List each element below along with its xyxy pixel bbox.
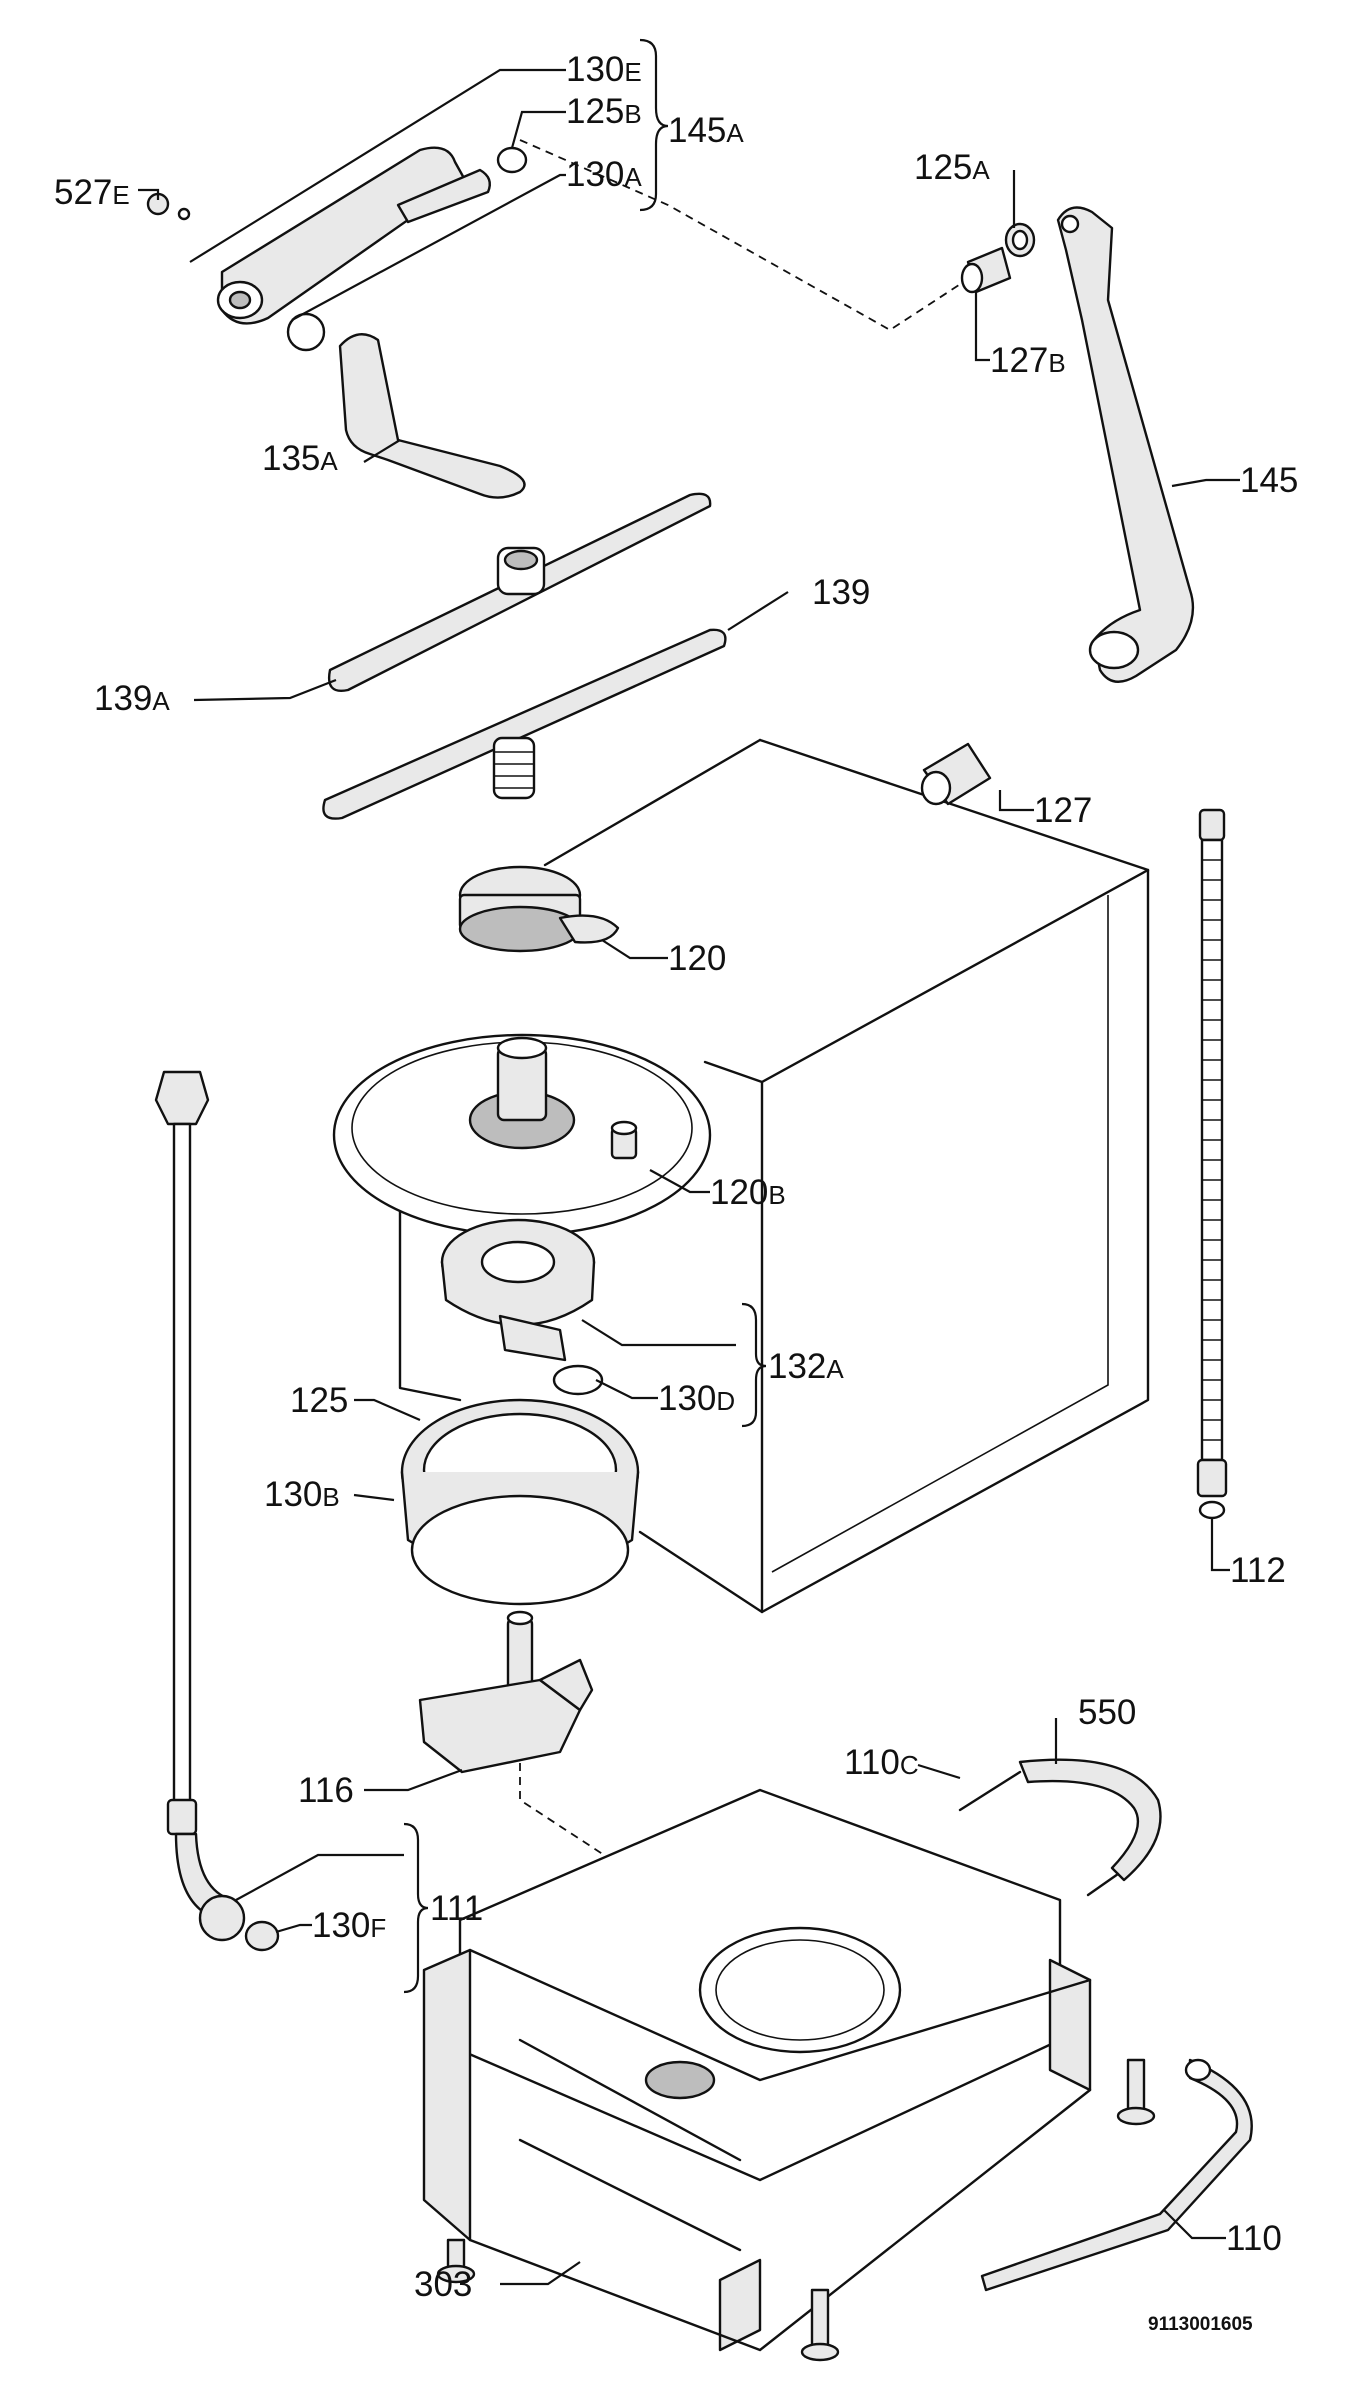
callout-116: 116	[298, 1771, 354, 1810]
hose-111	[154, 1070, 280, 1952]
ring-125	[400, 1398, 640, 1606]
filter-120	[458, 865, 620, 953]
leader-lines	[138, 68, 1240, 2286]
nut-527e	[146, 192, 191, 221]
callout-145a: 145A	[668, 111, 744, 150]
callout-303: 303	[414, 2265, 472, 2304]
callout-130e: 130E	[566, 50, 642, 89]
hose-112	[1196, 808, 1228, 1520]
callout-110c: 110C	[844, 1743, 919, 1782]
callout-127: 127	[1034, 791, 1092, 830]
callout-120b: 120B	[710, 1173, 786, 1212]
callout-120: 120	[668, 939, 726, 978]
callout-125a: 125A	[914, 148, 990, 187]
spray-arm-pipe-135a	[338, 333, 526, 499]
callout-labels: 130E 125B 130A 145A 527E 125A 127B 135A …	[54, 50, 1298, 2335]
upper-spray-arm	[216, 146, 528, 352]
callout-527e: 527E	[54, 173, 130, 212]
drawing-code: 9113001605	[1148, 2314, 1253, 2335]
braces	[403, 38, 767, 1994]
callout-130d: 130D	[658, 1379, 735, 1418]
callout-125b: 125B	[566, 92, 642, 131]
callout-111: 111	[430, 1889, 483, 1928]
callout-135a: 135A	[262, 439, 338, 478]
connector-127	[920, 742, 992, 806]
valve-116	[418, 1610, 594, 1774]
tub-outline	[398, 738, 1150, 1614]
callout-145: 145	[1240, 461, 1298, 500]
callout-130b: 130B	[264, 1475, 340, 1514]
connector-127b	[960, 222, 1036, 294]
sump-132a	[440, 1218, 604, 1396]
callout-139: 139	[812, 573, 870, 612]
base-frame-303	[422, 1788, 1156, 2362]
callout-139a: 139A	[94, 679, 170, 718]
feed-pipe-145	[1056, 206, 1195, 683]
spray-arm-139	[322, 628, 727, 820]
callout-110: 110	[1226, 2219, 1282, 2258]
callout-125: 125	[290, 1381, 348, 1420]
hose-550	[958, 1758, 1162, 1897]
callout-127b: 127B	[990, 341, 1066, 380]
hose-110	[980, 2058, 1253, 2292]
callout-132a: 132A	[768, 1347, 844, 1386]
callout-550: 550	[1078, 1693, 1136, 1732]
callout-112: 112	[1230, 1551, 1286, 1590]
filter-plate-120b	[332, 1033, 712, 1237]
callout-130f: 130F	[312, 1906, 386, 1945]
callout-130a: 130A	[566, 155, 642, 194]
